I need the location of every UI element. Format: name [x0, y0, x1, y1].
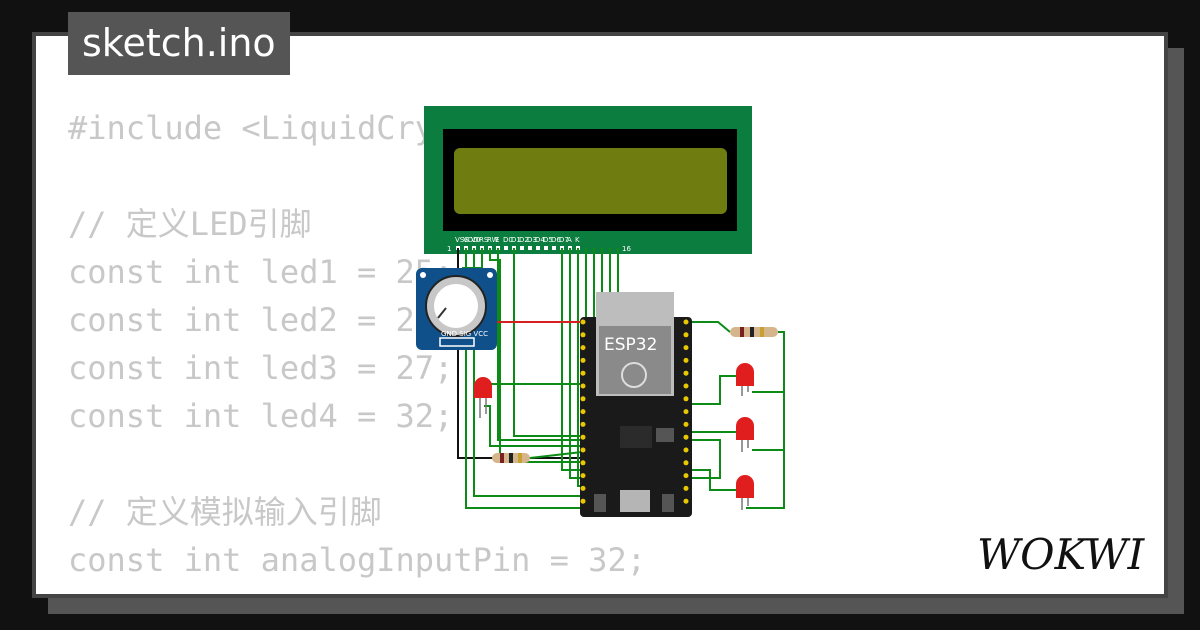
esp32-pin[interactable] — [683, 383, 689, 389]
code-line: // 定义模拟输入引脚 — [68, 493, 382, 531]
lcd-pin-first: 1 — [447, 245, 451, 253]
lcd-pin-label: E — [495, 236, 499, 244]
led-1[interactable] — [736, 363, 754, 396]
esp32-pin[interactable] — [580, 498, 586, 504]
lcd-pin-label: K — [575, 236, 580, 244]
lcd-pin-label: D0 — [503, 236, 513, 244]
lcd-pin-label: D5 — [543, 236, 553, 244]
lcd-pin[interactable] — [552, 246, 556, 250]
esp32-pin[interactable] — [683, 370, 689, 376]
lcd-pin[interactable] — [544, 246, 548, 250]
code-line: const int led3 = 27; — [68, 349, 454, 387]
lcd-pin-label: D6 — [551, 236, 561, 244]
esp32-pin[interactable] — [683, 332, 689, 338]
esp32-pin[interactable] — [683, 434, 689, 440]
lcd-pin-label: VSS — [455, 236, 469, 244]
lcd-pin[interactable] — [536, 246, 540, 250]
code-line: const int analogInputPin = 32; — [68, 541, 646, 579]
lcd-pin-label: D7 — [559, 236, 569, 244]
lcd-pin[interactable] — [520, 246, 524, 250]
led-2[interactable] — [736, 417, 754, 452]
led-left[interactable] — [474, 377, 492, 418]
esp32-pin[interactable] — [580, 447, 586, 453]
esp32-pin[interactable] — [683, 319, 689, 325]
lcd-pin-label: V0 — [471, 236, 480, 244]
lcd-pin-label: VDD — [463, 236, 479, 244]
esp32-board[interactable]: ESP32 — [580, 292, 692, 517]
esp32-label: ESP32 — [604, 335, 657, 355]
code-line: const int led4 = 32; — [68, 397, 454, 435]
usb-port — [620, 490, 650, 512]
lcd-pin[interactable] — [528, 246, 532, 250]
code-line: const int led1 = 25; — [68, 253, 454, 291]
lcd-pin-label: D1 — [511, 236, 521, 244]
esp32-pin[interactable] — [580, 396, 586, 402]
lcd-pin[interactable] — [504, 246, 508, 250]
esp32-pin[interactable] — [683, 460, 689, 466]
esp32-pin[interactable] — [580, 345, 586, 351]
lcd-pin-label: D4 — [535, 236, 545, 244]
esp32-pin[interactable] — [580, 383, 586, 389]
esp32-pin[interactable] — [683, 345, 689, 351]
esp32-pin[interactable] — [683, 498, 689, 504]
esp32-pin[interactable] — [580, 485, 586, 491]
boot-button[interactable] — [662, 494, 674, 512]
lcd-pin-label: D3 — [527, 236, 537, 244]
espressif-icon — [621, 362, 647, 388]
resistor-bottom[interactable] — [492, 453, 530, 463]
lcd-pin-label: RW — [487, 236, 499, 244]
lcd-pin-label: A — [567, 236, 572, 244]
file-tab[interactable]: sketch.ino — [68, 12, 290, 75]
esp32-pin[interactable] — [580, 473, 586, 479]
en-button[interactable] — [594, 494, 606, 512]
esp32-pin[interactable] — [580, 357, 586, 363]
wokwi-logo[interactable]: WOKWI — [975, 525, 1153, 581]
esp32-pin[interactable] — [580, 319, 586, 325]
esp32-pin[interactable] — [580, 460, 586, 466]
lcd-pin-label: D2 — [519, 236, 529, 244]
esp32-pin[interactable] — [683, 396, 689, 402]
esp32-pin[interactable] — [580, 332, 586, 338]
esp32-pin[interactable] — [683, 421, 689, 427]
esp32-pin[interactable] — [683, 473, 689, 479]
code-line: // 定义LED引脚 — [68, 205, 312, 243]
esp32-pin[interactable] — [683, 357, 689, 363]
esp32-pin[interactable] — [580, 434, 586, 440]
potentiometer[interactable]: GND SIG VCC — [416, 268, 497, 350]
led-3[interactable] — [736, 475, 754, 510]
esp32-pin[interactable] — [683, 485, 689, 491]
esp32-pin[interactable] — [580, 409, 586, 415]
resistor-top[interactable] — [730, 327, 778, 337]
esp32-pin[interactable] — [683, 409, 689, 415]
wokwi-logo-text: WOKWI — [977, 530, 1146, 579]
esp32-pin[interactable] — [580, 421, 586, 427]
lcd-pin-last: 16 — [622, 245, 631, 253]
potentiometer-pins-label: GND SIG VCC — [441, 330, 488, 338]
esp32-pin[interactable] — [580, 370, 586, 376]
lcd-pin-label: RS — [479, 236, 489, 244]
esp32-pin[interactable] — [683, 447, 689, 453]
